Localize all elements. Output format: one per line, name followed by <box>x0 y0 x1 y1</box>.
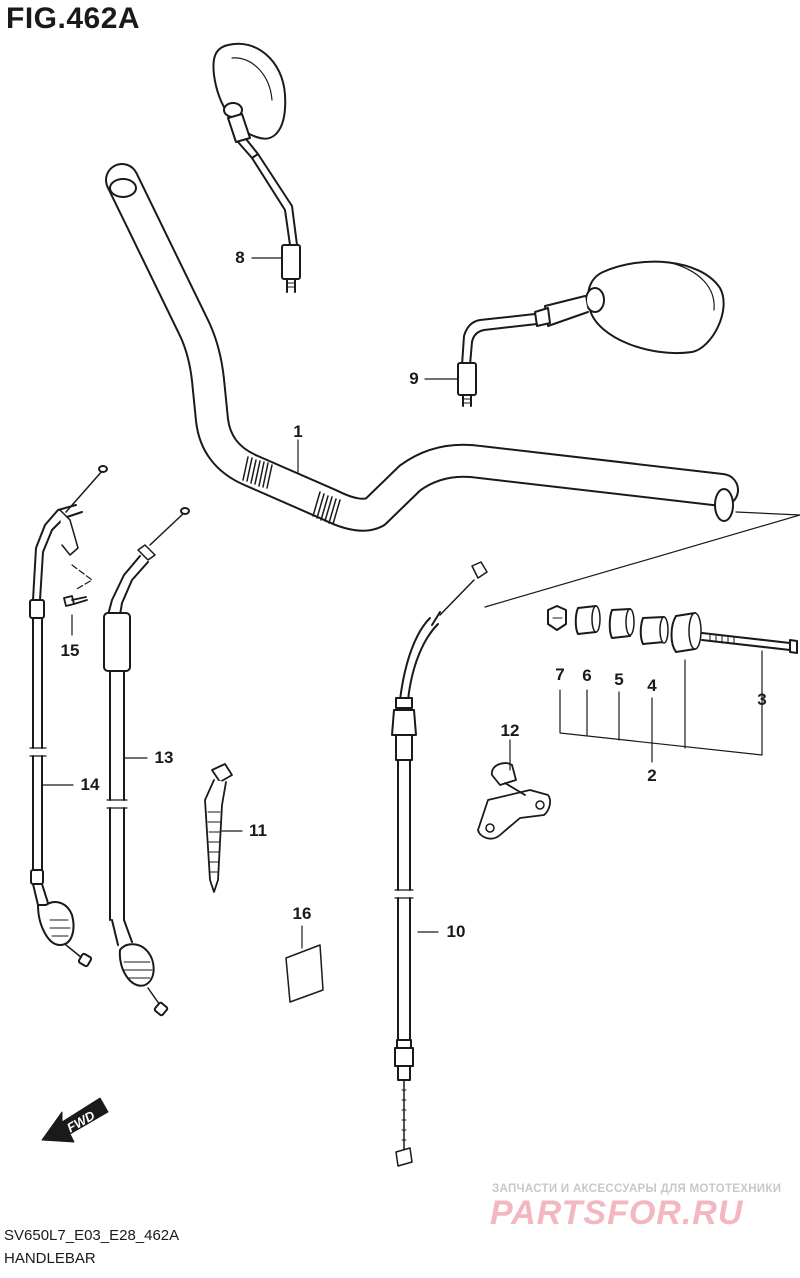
callout-10: 10 <box>446 922 466 941</box>
balancer-nut <box>547 605 567 631</box>
callout-12: 12 <box>500 721 520 740</box>
balancer-weight <box>670 612 702 653</box>
leader-lines <box>41 257 763 949</box>
knurled-grip-section-left <box>242 456 273 489</box>
section-name: HANDLEBAR <box>4 1250 96 1267</box>
balancer-spacer <box>608 608 635 639</box>
callout-13: 13 <box>154 748 174 767</box>
figure-code: SV650L7_E03_E28_462A <box>4 1227 180 1244</box>
callout-4: 4 <box>647 676 657 695</box>
callout-15: 15 <box>60 641 80 660</box>
handlebar <box>105 163 739 532</box>
callout-11: 11 <box>249 821 267 840</box>
callout-14: 14 <box>80 775 100 794</box>
callout-6: 6 <box>582 666 592 685</box>
callout-5: 5 <box>614 670 624 689</box>
knurled-grip-section-right <box>312 491 341 525</box>
mirror-right <box>457 260 725 407</box>
screw <box>63 595 88 607</box>
callout-8: 8 <box>235 248 245 267</box>
callout-16: 16 <box>292 904 312 923</box>
clutch-cable <box>391 561 488 1167</box>
callout-9: 9 <box>409 369 419 388</box>
watermark-subtitle: ЗАПЧАСТИ И АКСЕССУАРЫ ДЛЯ МОТОТЕХНИКИ <box>492 1183 782 1195</box>
mirror-left <box>212 42 301 293</box>
throttle-cable-pull <box>29 465 108 968</box>
label-sticker <box>285 944 324 1003</box>
balancer-bolt <box>701 632 798 654</box>
balancer-washer <box>574 605 601 635</box>
figure-title: FIG.462A <box>6 2 141 35</box>
watermark-logo: PARTSFOR.RU <box>490 1194 744 1232</box>
balancer-cushion <box>639 616 669 645</box>
balancer-assembly <box>484 511 800 763</box>
callout-2: 2 <box>647 766 657 785</box>
callout-3: 3 <box>757 690 767 709</box>
callout-7: 7 <box>555 665 565 684</box>
cable-band <box>204 763 233 893</box>
throttle-cable-return <box>103 507 190 1017</box>
callout-1: 1 <box>293 422 303 441</box>
fwd-arrow <box>41 1097 109 1143</box>
cable-guide <box>477 762 551 840</box>
